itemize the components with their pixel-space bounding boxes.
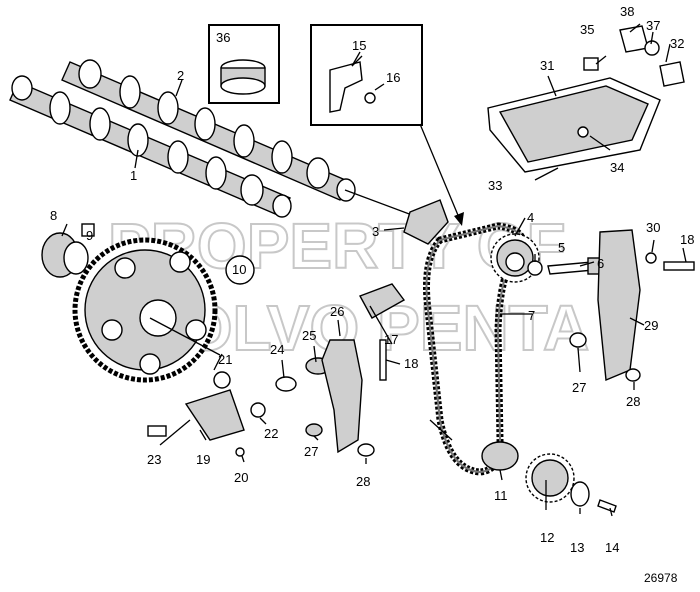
callout-3: 3: [372, 224, 379, 239]
callout-14: 14: [605, 540, 619, 555]
part-3-plate: [403, 199, 449, 245]
callout-36: 36: [216, 30, 230, 45]
callout-27-b: 27: [572, 380, 586, 395]
detail-box-15-16: [310, 24, 464, 226]
callout-16: 16: [386, 70, 400, 85]
callout-7: 7: [528, 308, 535, 323]
callout-6: 6: [597, 256, 604, 271]
callout-23: 23: [147, 452, 161, 467]
callout-29: 29: [644, 318, 658, 333]
leader-lines: [61, 23, 687, 517]
callout-1: 1: [130, 168, 137, 183]
callout-34: 34: [610, 160, 624, 175]
callout-4: 4: [527, 210, 534, 225]
callout-26: 26: [330, 304, 344, 319]
callout-35: 35: [580, 22, 594, 37]
callout-12: 12: [540, 530, 554, 545]
part-8-flange: [41, 223, 95, 278]
callout-2: 2: [177, 68, 184, 83]
callout-18-b: 18: [680, 232, 694, 247]
callout-20: 20: [234, 470, 248, 485]
guide-rail-29: [569, 229, 695, 382]
callout-9: 9: [86, 228, 93, 243]
crank-sprocket-12: [481, 441, 617, 513]
callout-27-a: 27: [304, 444, 318, 459]
callout-labels: 2 1 3 4 5 6 7 8 9 10 11 12 13 14 15 16 1…: [50, 4, 694, 555]
callout-25: 25: [302, 328, 316, 343]
cam-sprocket-4: [490, 233, 603, 283]
callout-11: 11: [494, 488, 508, 503]
callout-21: 21: [218, 352, 232, 367]
callout-32: 32: [670, 36, 684, 51]
callout-28-a: 28: [356, 474, 370, 489]
callout-15: 15: [352, 38, 366, 53]
callout-19: 19: [196, 452, 210, 467]
callout-24: 24: [270, 342, 284, 357]
drawing-reference-number: 26978: [644, 571, 678, 585]
callout-38: 38: [620, 4, 634, 19]
camshaft-1: [9, 75, 292, 218]
detail-box-36: [208, 24, 280, 104]
callout-30: 30: [646, 220, 660, 235]
callout-31: 31: [540, 58, 554, 73]
guide-rail-26: [305, 283, 406, 457]
callout-13: 13: [570, 540, 584, 555]
gear-10: [72, 237, 255, 383]
callout-33: 33: [488, 178, 502, 193]
callout-18-a: 18: [404, 356, 418, 371]
callout-8: 8: [50, 208, 57, 223]
callout-37: 37: [646, 18, 660, 33]
camshaft-2: [61, 59, 356, 202]
callout-28-b: 28: [626, 394, 640, 409]
callout-22: 22: [264, 426, 278, 441]
callout-10: 10: [232, 262, 246, 277]
callout-17: 17: [384, 332, 398, 347]
callout-5: 5: [558, 240, 565, 255]
cover-31-group: [487, 25, 685, 181]
